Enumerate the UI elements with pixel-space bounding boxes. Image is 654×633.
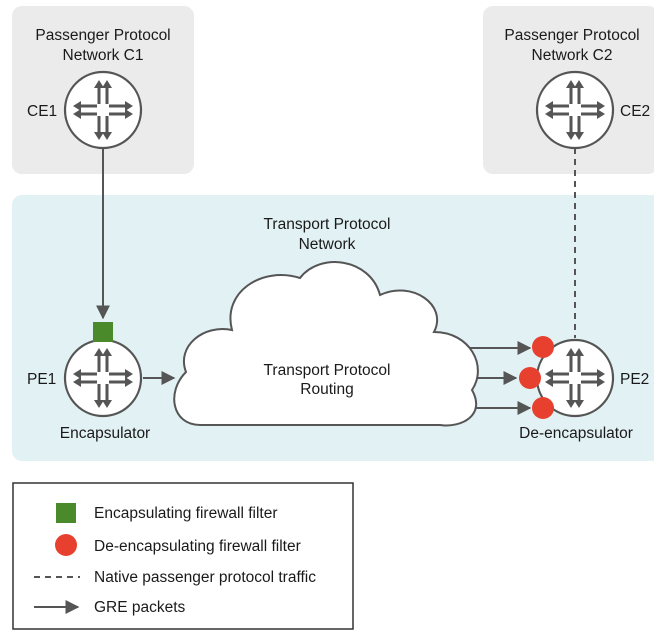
pe2-label: PE2 — [620, 371, 649, 388]
transport-title-line1: Transport Protocol — [264, 216, 391, 233]
decapsulating-filter-marker-1 — [532, 336, 554, 358]
pe1-router-icon — [63, 338, 143, 418]
red-circle-icon — [55, 534, 77, 556]
transport-title-line2: Network — [299, 236, 356, 253]
c1-title-line1: Passenger Protocol — [35, 27, 170, 44]
cloud-label-line1: Transport Protocol — [264, 362, 391, 379]
decapsulating-filter-marker-3 — [532, 397, 554, 419]
green-square-icon — [56, 503, 76, 523]
cloud-label-line2: Routing — [300, 381, 353, 398]
legend-label-decap: De-encapsulating firewall filter — [94, 538, 301, 555]
transport-cloud — [173, 261, 479, 427]
ce1-router-icon — [63, 70, 143, 150]
legend-label-encap: Encapsulating firewall filter — [94, 505, 278, 522]
c1-title-line2: Network C1 — [63, 47, 144, 64]
pe1-label: PE1 — [27, 371, 56, 388]
c2-title-line1: Passenger Protocol — [504, 27, 639, 44]
encapsulating-filter-marker — [93, 322, 113, 342]
legend-label-native: Native passenger protocol traffic — [94, 569, 316, 586]
legend-label-gre: GRE packets — [94, 599, 186, 616]
ce2-label: CE2 — [620, 103, 650, 120]
c2-title-line2: Network C2 — [532, 47, 613, 64]
ce1-label: CE1 — [27, 103, 57, 120]
decapsulating-filter-marker-2 — [519, 367, 541, 389]
pe1-role-label: Encapsulator — [60, 425, 150, 442]
pe2-role-label: De-encapsulator — [519, 425, 633, 442]
ce2-router-icon — [535, 70, 615, 150]
